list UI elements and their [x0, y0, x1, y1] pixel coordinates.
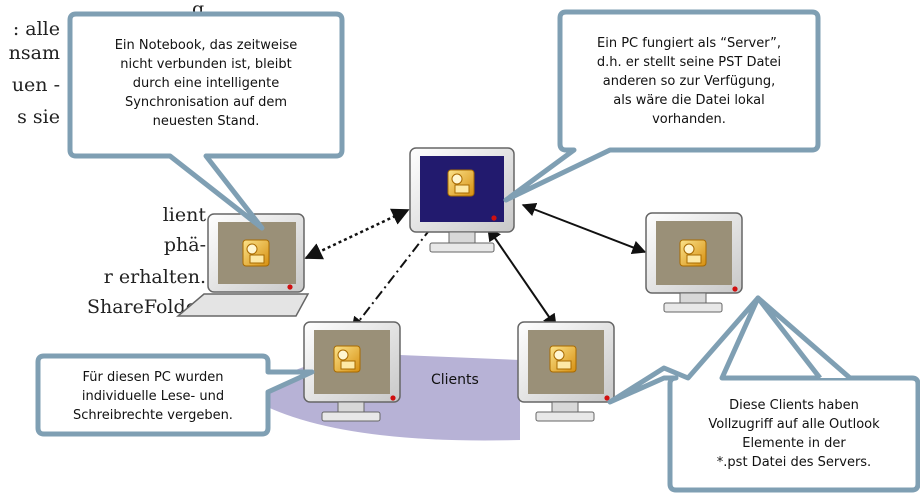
clients-access-callout-text: Diese Clients haben Vollzugriff auf alle…	[676, 396, 912, 472]
permissions-callout-line: Schreibrechte vergeben.	[73, 408, 233, 423]
server-callout-line: vorhanden.	[652, 112, 726, 127]
clients-access-callout-mask	[674, 381, 914, 401]
bottom-client-pc	[517, 321, 615, 422]
server-right-client-link	[521, 202, 647, 255]
outlook-icon	[679, 239, 707, 267]
permissions-callout-line: Für diesen PC wurden	[82, 370, 224, 385]
notebook-callout-line: Ein Notebook, das zeitweise	[114, 38, 298, 53]
clients-access-callout-line: Diese Clients haben	[729, 398, 859, 413]
notebook-server-link	[304, 208, 410, 260]
right-client-pc	[645, 212, 743, 313]
bg-text-line-9: ShareFolder	[86, 296, 206, 318]
bg-text-line-5: s sie	[17, 106, 60, 128]
server-callout-line: als wäre die Datei lokal	[613, 93, 765, 108]
notebook-pc	[175, 213, 310, 317]
clients-access-callout-tail	[755, 295, 852, 380]
clients-access-callout-line: *.pst Datei des Servers.	[716, 455, 872, 470]
bg-text-line-7: phä-	[163, 234, 206, 256]
bg-text-line-4: uen -	[11, 74, 60, 96]
outlook-icon	[242, 239, 270, 267]
outlook-icon	[549, 345, 577, 373]
notebook-callout-line: nicht verbunden ist, bleibt	[120, 57, 292, 72]
bg-text-line-2: : alle	[12, 18, 60, 40]
bg-text-line-8: r erhalten.	[103, 266, 206, 288]
server-pc	[409, 147, 515, 253]
notebook-callout-line: durch eine intelligente	[132, 76, 280, 91]
notebook-callout	[67, 11, 345, 231]
server-callout-line: d.h. er stellt seine PST Datei	[596, 55, 782, 70]
outlook-icon	[447, 169, 475, 197]
permissions-callout	[35, 353, 315, 437]
notebook-callout-text: Ein Notebook, das zeitweise nicht verbun…	[76, 36, 336, 131]
clients-access-callout-line: Vollzugriff auf alle Outlook	[708, 417, 880, 432]
notebook-callout-line: Synchronisation auf dem	[124, 95, 288, 110]
server-callout-line: anderen so zur Verfügung,	[602, 74, 776, 89]
outlook-icon	[333, 345, 361, 373]
server-permissions-link	[351, 227, 432, 332]
permissions-callout-line: individuelle Lese- und	[81, 389, 225, 404]
clients-access-callout-line: Elemente in der	[742, 436, 846, 451]
bg-text-line-3: nsam	[8, 42, 60, 64]
permissions-client-pc	[303, 321, 401, 422]
notebook-callout-line: neuesten Stand.	[152, 114, 260, 129]
bg-text-line-6: lient	[162, 204, 206, 226]
server-callout-text: Ein PC fungiert als “Server”, d.h. er st…	[566, 34, 812, 129]
server-callout-line: Ein PC fungiert als “Server”,	[597, 36, 781, 51]
server-client-link	[487, 226, 557, 329]
server-callout	[503, 9, 821, 203]
permissions-callout-text: Für diesen PC wurden individuelle Lese- …	[44, 368, 262, 425]
clients-label: Clients	[431, 372, 479, 388]
